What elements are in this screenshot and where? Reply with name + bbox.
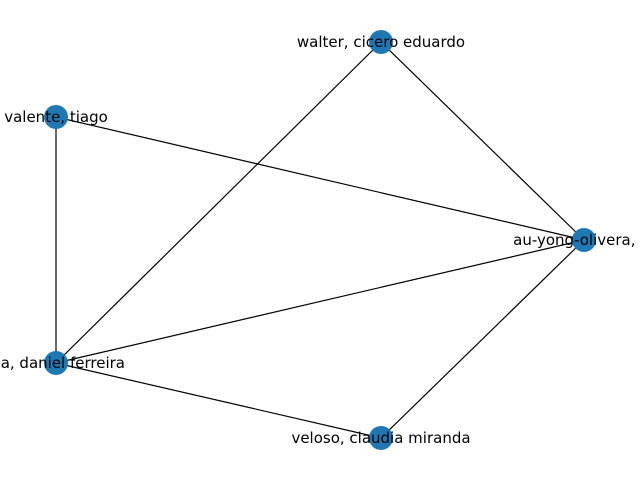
label-layer: walter, cicero eduardo valente, tiago au-y… xyxy=(0,33,640,447)
node-label-walter: walter, cicero eduardo xyxy=(297,33,465,51)
node-walter xyxy=(369,30,393,54)
node-label-daniel: nia, daniel ferreira xyxy=(0,354,125,372)
node-label-veloso: veloso, claudia miranda xyxy=(291,429,470,447)
edge-walter-daniel xyxy=(55,41,382,364)
node-daniel xyxy=(44,351,68,375)
edge-layer xyxy=(55,41,585,439)
node-veloso xyxy=(369,426,393,450)
edge-daniel-veloso xyxy=(55,362,382,439)
edge-veloso-au-yong xyxy=(380,239,585,439)
node-layer xyxy=(44,30,596,450)
node-valente xyxy=(44,105,68,129)
node-label-au-yong: au-yong-olivera, m xyxy=(513,231,640,249)
node-label-valente: valente, tiago xyxy=(4,108,108,126)
edge-walter-au-yong xyxy=(380,41,585,241)
edge-daniel-au-yong xyxy=(55,239,585,364)
edge-valente-au-yong xyxy=(55,116,585,241)
node-au-yong xyxy=(572,228,596,252)
